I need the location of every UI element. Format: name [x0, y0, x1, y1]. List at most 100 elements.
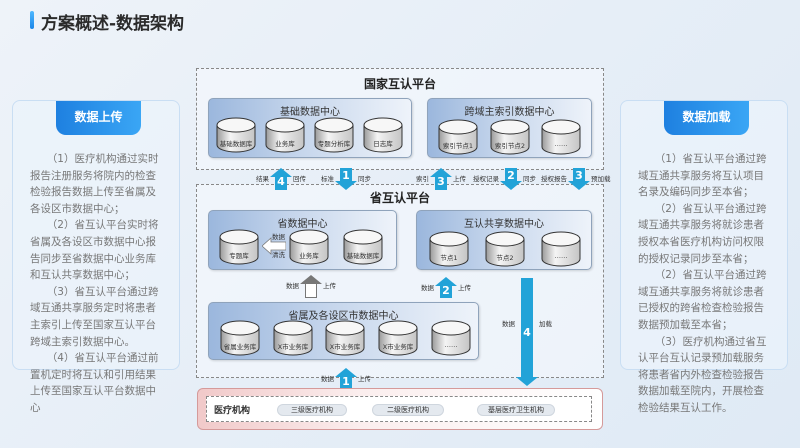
- arrow-label-right: 加载: [539, 320, 552, 328]
- database-label: X市业务库: [277, 343, 309, 351]
- national-platform-title: 国家互认平台: [363, 77, 436, 91]
- province-data-center: 省数据中心 专题库 业务库 基础数据库 数据 清洗: [208, 210, 397, 270]
- up-arrow-icon: 4: [270, 168, 292, 190]
- title-accent-bar: [30, 11, 34, 29]
- database-cylinder: 节点2: [485, 231, 525, 267]
- medical-label: 医疗机构: [214, 406, 251, 416]
- load-panel: 数据加载 （1）省互认平台通过跨域互通共享服务将互认项目名录及编码同步至本省； …: [620, 100, 788, 414]
- index-data-center: 跨域主索引数据中心 索引节点1 索引节点2 ……: [427, 98, 592, 158]
- basic-data-center: 基础数据中心 基础数据库 业务库 专题分析库 日志库: [208, 98, 412, 158]
- step-number: 3: [575, 169, 583, 182]
- database-cylinder: X市业务库: [273, 320, 313, 356]
- up-arrow-icon: 3: [430, 168, 452, 190]
- city-data-center: 省属及各设区市数据中心 省属业务库 X市业务库 X市业务库 X市业务库 ……: [208, 302, 479, 360]
- arrow-label-right: 上传: [458, 284, 471, 292]
- step-number: 2: [507, 169, 515, 182]
- database-cylinder: 专题分析库: [314, 117, 354, 153]
- down-arrow-icon: 2: [500, 168, 522, 190]
- step-number: 1: [342, 375, 350, 388]
- upload-item: （2）省互认平台实时将省属及各设区市数据中心报告同步至省数据中心业务库和互认共享…: [30, 219, 159, 282]
- etl-label-bottom: 清洗: [272, 251, 285, 259]
- database-label: 业务库: [275, 140, 295, 148]
- database-label: 业务库: [299, 252, 319, 260]
- database-cylinder: 基础数据库: [343, 229, 383, 265]
- load-item: （3）医疗机构通过省互认平台互认记录预加载服务将患者省内外检查检验报告数据加载至…: [638, 335, 767, 414]
- arrow-label-left: 数据: [321, 375, 334, 383]
- database-cylinder: 业务库: [289, 229, 329, 265]
- database-label: X市业务库: [382, 343, 414, 351]
- arrow-label-right: 上传: [323, 282, 336, 290]
- load-item: （1）省互认平台通过跨域互通共享服务将互认项目名录及编码同步至本省；: [638, 153, 767, 199]
- arrow-label-right: 上传: [358, 375, 371, 383]
- index-data-center-title: 跨域主索引数据中心: [464, 107, 555, 118]
- arrow-label-right: 预加载: [591, 175, 611, 183]
- secondary-hospital-pill: 二级医疗机构: [372, 404, 444, 416]
- arrow-label-left: 数据: [286, 282, 299, 290]
- arrow-label-left: 索引: [416, 175, 429, 183]
- database-label: 专题库: [229, 252, 249, 260]
- database-label: 基础数据库: [219, 140, 253, 148]
- database-cylinder: 省属业务库: [220, 320, 260, 356]
- province-platform-title: 省互认平台: [369, 191, 430, 205]
- shared-data-center: 互认共享数据中心 节点1 节点2 ……: [416, 210, 592, 270]
- up-arrow-icon: 1: [335, 368, 357, 390]
- up-arrow-icon: [300, 275, 322, 298]
- arrow-label-left: 授权报告: [541, 175, 567, 183]
- page-title: 方案概述-数据架构: [41, 14, 185, 34]
- database-label: X市业务库: [329, 343, 361, 351]
- database-cylinder: 专题库: [219, 229, 259, 265]
- database-cylinder: 索引节点2: [490, 119, 530, 155]
- down-arrow-icon: 1: [335, 168, 357, 190]
- tertiary-hospital-pill: 三级医疗机构: [277, 404, 347, 416]
- shared-data-center-title: 互认共享数据中心: [464, 219, 544, 230]
- arrow-label-right: 同步: [358, 175, 371, 183]
- upload-item: （4）省互认平台通过前置机定时将互认和引用结果上传至国家互认平台数据中心: [30, 352, 159, 414]
- upload-item: （1）医疗机构通过实时报告注册服务将院内的检查检验报告数据上传至省属及各设区市数…: [30, 153, 159, 215]
- upload-item: （3）省互认平台通过跨域互通共享服务定时将患者主索引上传至国家互认平台跨域主索引…: [30, 285, 159, 348]
- arrow-label-left: 数据: [421, 284, 434, 292]
- load-panel-text: （1）省互认平台通过跨域互通共享服务将互认项目名录及编码同步至本省； （2）省互…: [638, 151, 774, 417]
- down-arrow-icon: 4: [516, 278, 538, 386]
- database-label: 节点2: [496, 254, 514, 262]
- load-item: （2）省互认平台通过跨域互通共享服务将就诊患者已授权的跨省检查检验报告数据预加载…: [638, 269, 767, 331]
- basic-data-center-title: 基础数据中心: [280, 107, 340, 118]
- arrow-label-left: 数据: [502, 320, 515, 328]
- load-panel-title: 数据加载: [664, 101, 749, 135]
- etl-label-top: 数据: [272, 233, 285, 241]
- database-cylinder: X市业务库: [378, 320, 418, 356]
- database-label: 索引节点2: [494, 142, 526, 150]
- database-label: 基础数据库: [346, 252, 380, 260]
- database-label: 索引节点1: [442, 142, 474, 150]
- arrow-label-right: 同步: [523, 175, 536, 183]
- database-cylinder: 基础数据库: [216, 117, 256, 153]
- database-cylinder: ……: [541, 119, 581, 155]
- database-cylinder: 业务库: [265, 117, 305, 153]
- database-cylinder: 日志库: [363, 117, 403, 153]
- database-label: 节点1: [440, 254, 458, 262]
- province-data-center-title: 省数据中心: [277, 219, 328, 230]
- primary-care-pill: 基层医疗卫生机构: [477, 404, 555, 416]
- down-arrow-icon: 3: [568, 168, 590, 190]
- arrow-label-right: 回传: [293, 175, 306, 183]
- arrow-label-left: 授权记录: [473, 175, 499, 183]
- database-cylinder: ……: [541, 231, 581, 267]
- up-arrow-icon: 2: [435, 277, 457, 298]
- database-label: 日志库: [373, 140, 393, 148]
- arrow-label-left: 结果: [256, 175, 269, 183]
- step-number: 4: [277, 175, 285, 188]
- database-cylinder: ……: [431, 320, 471, 356]
- medical-institutions-row: 医疗机构 三级医疗机构 二级医疗机构 基层医疗卫生机构: [206, 396, 592, 422]
- step-number: 1: [342, 169, 350, 182]
- step-number: 3: [437, 175, 445, 188]
- upload-panel-title: 数据上传: [56, 101, 141, 135]
- arrow-label-right: 上传: [453, 175, 466, 183]
- database-cylinder: 节点1: [429, 231, 469, 267]
- database-label: ……: [554, 252, 568, 260]
- arrow-label-left: 标准: [321, 175, 334, 183]
- database-cylinder: X市业务库: [325, 320, 365, 356]
- database-label: 省属业务库: [223, 343, 257, 351]
- upload-panel: 数据上传 （1）医疗机构通过实时报告注册服务将院内的检查检验报告数据上传至省属及…: [12, 100, 180, 414]
- load-item: （2）省互认平台通过跨域互通共享服务将就诊患者授权本省医疗机构访问权限的授权记录…: [638, 202, 767, 265]
- database-label: 专题分析库: [317, 140, 351, 148]
- database-label: ……: [444, 341, 458, 349]
